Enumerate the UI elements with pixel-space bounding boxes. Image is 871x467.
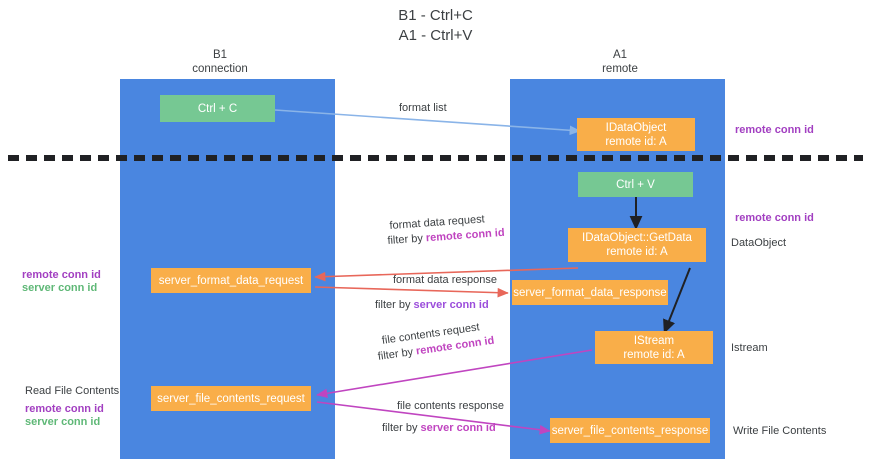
annotation-right-remote-conn-id-top: remote conn id <box>735 124 814 136</box>
column-header-b1-sub: connection <box>192 63 248 75</box>
edge-label-format-list: format list <box>399 102 447 114</box>
node-server-file-contents-request-label: server_file_contents_request <box>157 392 305 405</box>
node-ctrl-c-label: Ctrl + C <box>197 102 238 115</box>
node-ctrl-v-label: Ctrl + V <box>616 178 655 191</box>
filter-prefix: filter by <box>377 345 417 363</box>
annotation-right-remote-conn-id-mid: remote conn id <box>735 212 814 224</box>
diagram-title: B1 - Ctrl+C A1 - Ctrl+V <box>0 6 871 46</box>
edge-label-format-data-response-filter: filter by server conn id <box>375 298 489 313</box>
annotation-right-dataobject: DataObject <box>731 237 787 249</box>
node-ctrl-v[interactable]: Ctrl + V <box>578 172 693 197</box>
node-server-format-data-request-label: server_format_data_request <box>158 274 304 287</box>
node-istream-line1: IStream <box>633 334 675 347</box>
section-divider <box>8 155 863 161</box>
node-getdata-line1: IDataObject::GetData <box>582 232 692 244</box>
node-server-format-data-response-label: server_format_data_response <box>513 286 667 299</box>
title-line-2: A1 - Ctrl+V <box>398 27 473 44</box>
node-server-file-contents-response[interactable]: server_file_contents_response <box>550 418 710 443</box>
node-server-file-contents-request[interactable]: server_file_contents_request <box>151 386 311 411</box>
column-header-b1-name: B1 <box>212 49 228 61</box>
annotation-left-server-conn-id-bottom: server conn id <box>25 416 101 428</box>
filter-key-server-conn-id: server conn id <box>420 422 496 434</box>
column-header-b1: B1 connection <box>160 48 280 76</box>
edge-file-contents-response <box>316 401 551 435</box>
edge-getdata-to-istream <box>663 267 691 334</box>
filter-prefix: filter by <box>382 422 421 434</box>
annotation-right-write-file-contents: Write File Contents <box>733 425 827 437</box>
filter-key-server-conn-id: server conn id <box>413 299 489 311</box>
annotation-left-server-conn-id-mid: server conn id <box>22 282 98 294</box>
node-idataobject-line2: remote id: A <box>605 135 667 148</box>
annotation-left-remote-conn-id-bottom: remote conn id <box>25 403 104 415</box>
edge-file-contents-request <box>316 349 593 399</box>
annotation-right-istream: Istream <box>731 342 768 354</box>
node-ctrl-c[interactable]: Ctrl + C <box>160 95 275 122</box>
node-server-format-data-request[interactable]: server_format_data_request <box>151 268 311 293</box>
edge-format-data-response <box>314 286 509 298</box>
column-header-a1-name: A1 <box>612 49 628 61</box>
node-getdata-line2: remote id: A <box>606 246 668 258</box>
column-header-a1: A1 remote <box>560 48 680 76</box>
annotation-left-read-file-contents: Read File Contents <box>25 385 120 397</box>
node-istream-line2: remote id: A <box>623 348 685 361</box>
node-idataobject-line1: IDataObject <box>605 121 667 134</box>
node-istream[interactable]: IStream remote id: A <box>595 331 713 364</box>
edge-format-list <box>274 109 581 136</box>
edge-format-data-request <box>314 267 579 282</box>
edge-label-format-data-response-text: format data response <box>393 274 497 286</box>
filter-prefix: filter by <box>375 299 414 311</box>
node-server-format-data-response[interactable]: server_format_data_response <box>512 280 668 305</box>
filter-prefix: filter by <box>387 232 427 247</box>
edge-label-format-data-response: format data response <box>393 273 497 288</box>
edge-label-file-contents-response: file contents response <box>397 399 504 414</box>
column-header-a1-sub: remote <box>602 63 638 75</box>
node-idataobject[interactable]: IDataObject remote id: A <box>577 118 695 151</box>
node-server-file-contents-response-label: server_file_contents_response <box>551 424 709 437</box>
title-line-1: B1 - Ctrl+C <box>398 7 473 24</box>
edge-label-file-contents-response-text: file contents response <box>397 400 505 412</box>
annotation-left-remote-conn-id-mid: remote conn id <box>22 269 101 281</box>
edge-label-file-contents-response-filter: filter by server conn id <box>382 421 496 436</box>
node-idataobject-getdata[interactable]: IDataObject::GetData remote id: A <box>568 228 706 262</box>
